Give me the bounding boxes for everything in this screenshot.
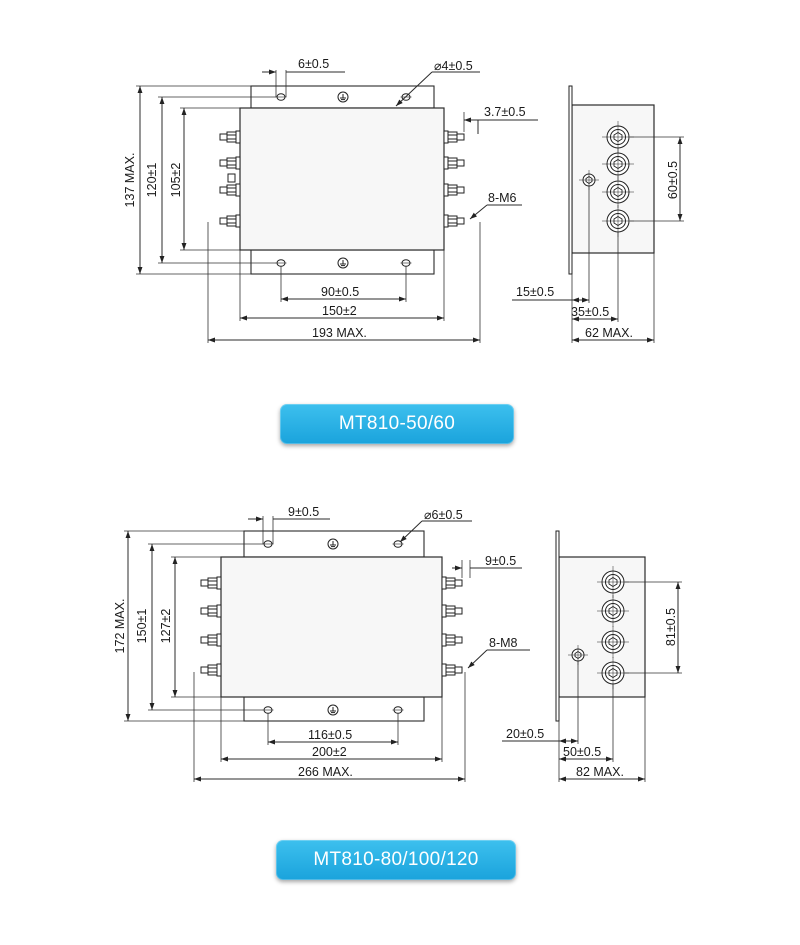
dim-thread-label: 8-M8: [489, 636, 518, 650]
front-view-2: 9±0.5 ⌀6±0.5 9±0.5 8-M8 172 MAX. 150±1 1…: [113, 505, 530, 782]
dim-h-max-label: 137 MAX.: [123, 153, 137, 208]
stud-terminal-icon: [200, 633, 222, 647]
stud-terminal-icon: [443, 183, 465, 197]
ground-symbol-icon: [327, 538, 339, 550]
stud-terminal-icon: [219, 183, 241, 197]
dim-w-body-label: 150±2: [322, 304, 357, 318]
dim-w-holes-label: 116±0.5: [308, 728, 352, 742]
dim-right-label: 3.7±0.5: [484, 105, 526, 119]
model-badge-2: MT810-80/100/120: [276, 840, 516, 880]
stud-terminal-icon: [443, 214, 465, 228]
dim-right-label: 9±0.5: [485, 554, 516, 568]
model-label-1: MT810-50/60: [338, 413, 456, 434]
dim-w-body-label: 200±2: [312, 745, 347, 759]
side-dim-max-label: 82 MAX.: [576, 765, 624, 779]
dim-h-body-label: 105±2: [169, 163, 183, 198]
dim-thread-label: 8-M6: [488, 191, 517, 205]
dim-hole-label: ⌀6±0.5: [424, 508, 463, 522]
ground-symbol-icon: [337, 257, 349, 269]
dim-top-label: 9±0.5: [288, 505, 319, 519]
stud-terminal-icon: [200, 576, 222, 590]
stud-terminal-icon: [200, 663, 222, 677]
stud-terminal-icon: [219, 156, 241, 170]
side-dim-a-label: 20±0.5: [506, 727, 544, 741]
dim-h-body-label: 127±2: [159, 609, 173, 644]
filter-body: [239, 107, 445, 251]
side-dim-pitch-label: 60±0.5: [666, 161, 680, 199]
side-dim-a-label: 15±0.5: [516, 285, 554, 299]
stud-terminal-icon: [441, 604, 463, 618]
model-badge-1: MT810-50/60: [280, 404, 514, 444]
ground-symbol-icon: [327, 704, 339, 716]
side-dim-b-label: 35±0.5: [571, 305, 609, 319]
stud-terminal-icon: [443, 156, 465, 170]
model-label-2: MT810-80/100/120: [313, 849, 479, 870]
stud-terminal-icon: [441, 663, 463, 677]
stud-terminal-icon: [219, 130, 241, 144]
filter-body: [220, 556, 443, 698]
dim-h-max-label: 172 MAX.: [113, 599, 127, 654]
dim-top-label: 6±0.5: [298, 57, 329, 71]
ground-symbol-icon: [337, 91, 349, 103]
dim-w-holes-label: 90±0.5: [321, 285, 359, 299]
dim-w-max-label: 193 MAX.: [312, 326, 367, 340]
side-dim-pitch-label: 81±0.5: [664, 608, 678, 646]
dim-hole-label: ⌀4±0.5: [434, 59, 473, 73]
dim-h-mid-label: 150±1: [135, 609, 149, 644]
dim-h-mid-label: 120±1: [145, 163, 159, 198]
side-dim-max-label: 62 MAX.: [585, 326, 633, 340]
side-dim-b-label: 50±0.5: [563, 745, 601, 759]
stud-terminal-icon: [200, 604, 222, 618]
stud-terminal-icon: [441, 633, 463, 647]
side-view-2: 81±0.5 20±0.5 50±0.5 82 MAX.: [502, 530, 682, 782]
stud-terminal-icon: [441, 576, 463, 590]
side-view-1: 60±0.5 15±0.5 35±0.5 62 MAX.: [512, 85, 684, 343]
dim-w-max-label: 266 MAX.: [298, 765, 353, 779]
stud-terminal-icon: [443, 130, 465, 144]
front-view-1: 6±0.5 ⌀4±0.5 3.7±0.5 8-M6 137 MAX. 120±1…: [123, 57, 538, 343]
stud-terminal-icon: [219, 214, 241, 228]
